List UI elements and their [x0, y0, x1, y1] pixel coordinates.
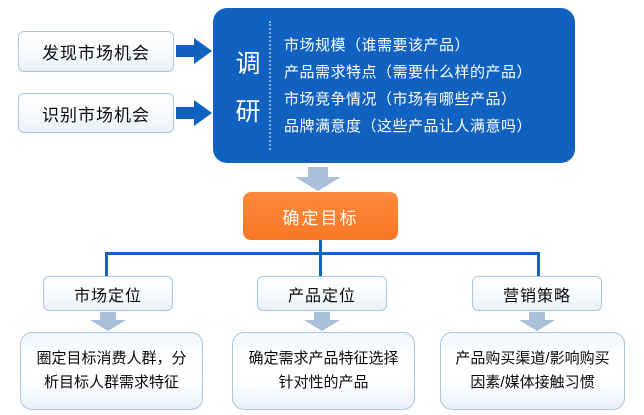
research-title: 调 研 [227, 8, 269, 163]
identify-opportunity-label: 识别市场机会 [42, 105, 150, 125]
research-item: 产品需求特点（需要什么样的产品） [284, 63, 533, 81]
arrow-down-icon [519, 312, 555, 331]
research-panel: 调 研 市场规模（谁需要该产品） 产品需求特点（需要什么样的产品） 市场竞争情况… [213, 8, 575, 163]
detail-line: 针对性的产品 [278, 374, 369, 391]
discover-opportunity-box: 发现市场机会 [18, 31, 174, 72]
discover-opportunity-label: 发现市场机会 [42, 44, 150, 63]
detail-market-positioning-box: 圈定目标消费人群，分 析目标人群需求特征 [20, 332, 203, 410]
connector-line [319, 240, 322, 253]
connector-line [537, 252, 540, 278]
detail-line: 确定需求产品特征选择 [248, 350, 399, 367]
arrow-down-icon [90, 312, 126, 331]
identify-opportunity-box: 识别市场机会 [18, 93, 174, 133]
branch-market-positioning-box: 市场定位 [43, 276, 173, 311]
branch-label: 市场定位 [73, 287, 142, 305]
detail-marketing-strategy-box: 产品购买渠道/影响购买 因素/媒体接触习惯 [440, 332, 625, 410]
detail-line: 圈定目标消费人群，分 [36, 350, 187, 367]
research-title-char: 调 [235, 49, 261, 78]
connector-line [105, 252, 108, 278]
research-item-list: 市场规模（谁需要该产品） 产品需求特点（需要什么样的产品） 市场竞争情况（市场有… [284, 8, 567, 163]
research-item: 品牌满意度（这些产品让人满意吗） [284, 117, 533, 135]
detail-line: 因素/媒体接触习惯 [470, 374, 595, 391]
detail-line: 析目标人群需求特征 [43, 374, 179, 391]
branch-product-positioning-box: 产品定位 [257, 276, 387, 311]
connector-line [105, 252, 540, 255]
research-item: 市场规模（谁需要该产品） [284, 36, 471, 54]
dotted-divider [269, 21, 271, 150]
branch-label: 营销策略 [502, 287, 571, 305]
branch-label: 产品定位 [287, 287, 356, 305]
goal-label: 确定目标 [282, 208, 359, 228]
arrow-right-icon [176, 100, 212, 126]
research-title-char: 研 [235, 97, 261, 126]
branch-marketing-strategy-box: 营销策略 [472, 276, 602, 311]
goal-box: 确定目标 [243, 192, 398, 240]
arrow-right-icon [176, 38, 212, 64]
arrow-down-icon [295, 167, 341, 191]
detail-line: 产品购买渠道/影响购买 [455, 350, 610, 367]
detail-product-positioning-box: 确定需求产品特征选择 针对性的产品 [232, 332, 415, 410]
research-item: 市场竞争情况（市场有哪些产品） [284, 90, 517, 108]
arrow-down-icon [304, 312, 340, 331]
connector-line [319, 252, 322, 278]
